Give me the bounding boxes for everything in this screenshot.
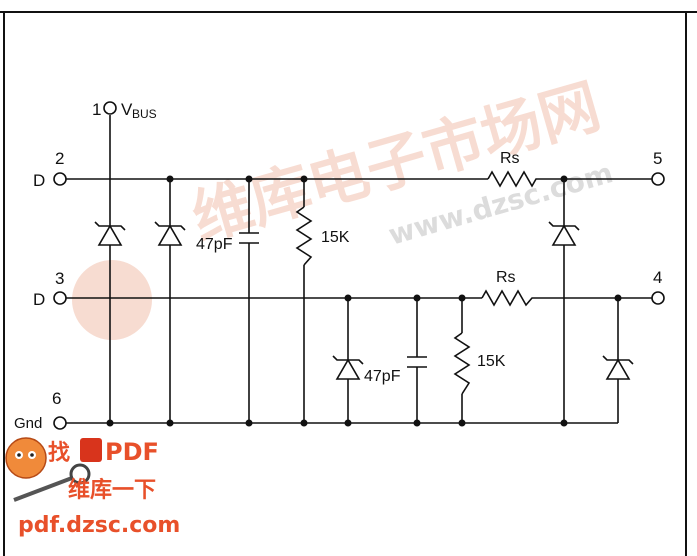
tvs-diode-d-minus	[332, 355, 364, 380]
rs-top-label: Rs	[500, 150, 520, 167]
pin-2-number: 2	[55, 149, 64, 168]
pin-1-label-sub: BUS	[132, 107, 157, 121]
magnifier-handle-icon	[13, 476, 73, 502]
pin-6-terminal	[53, 416, 67, 430]
badge-line2: 维库一下	[68, 477, 156, 503]
resistor-rs-top	[487, 170, 540, 188]
pin-5-terminal	[651, 172, 665, 186]
cap-top-label: 47pF	[196, 236, 233, 253]
capacitor-47pf-top	[239, 232, 259, 244]
tvs-diode-out-top	[548, 221, 580, 246]
pin-4-terminal	[651, 291, 665, 305]
pin-1-number: 1	[92, 100, 101, 119]
pin-5-number: 5	[653, 149, 662, 168]
badge-find: 找	[48, 441, 70, 466]
res-top-label: 15K	[321, 229, 350, 246]
badge-pdf: PDF	[105, 438, 159, 466]
pin-3-label: D	[33, 290, 45, 309]
pin-3-number: 3	[55, 269, 64, 288]
page-frame	[0, 11, 697, 556]
res-bottom-label: 15K	[477, 353, 506, 370]
wires	[66, 115, 652, 424]
magnifier-icon	[69, 463, 91, 485]
pin-2-label: D	[33, 171, 45, 190]
pin-6-number: 6	[52, 389, 61, 408]
tvs-diode-vbus	[94, 221, 126, 246]
pin-1-terminal	[103, 101, 117, 115]
pdf-file-icon	[80, 438, 102, 462]
junction-dots	[106, 175, 622, 427]
footer-url: pdf.dzsc.com	[18, 513, 180, 538]
pin-1-label: V	[121, 100, 133, 119]
capacitor-47pf-bottom	[407, 356, 427, 368]
pin-2-terminal	[53, 172, 67, 186]
tvs-diode-out-mid	[602, 355, 634, 380]
pin-3-terminal	[53, 291, 67, 305]
rs-mid-label: Rs	[496, 269, 516, 286]
watermark-logo-circle	[72, 260, 152, 340]
tvs-diode-d-plus	[154, 221, 186, 246]
pin-6-label: Gnd	[14, 415, 42, 432]
resistor-15k-top	[295, 206, 313, 266]
pin-4-number: 4	[653, 268, 662, 287]
watermark-badge: 找 PDF 维库一下 pdf.dzsc.com	[5, 437, 180, 538]
cap-bottom-label: 47pF	[364, 368, 401, 385]
resistor-rs-mid	[481, 289, 536, 307]
mascot-icon	[5, 437, 47, 479]
resistor-15k-bottom	[453, 332, 471, 395]
